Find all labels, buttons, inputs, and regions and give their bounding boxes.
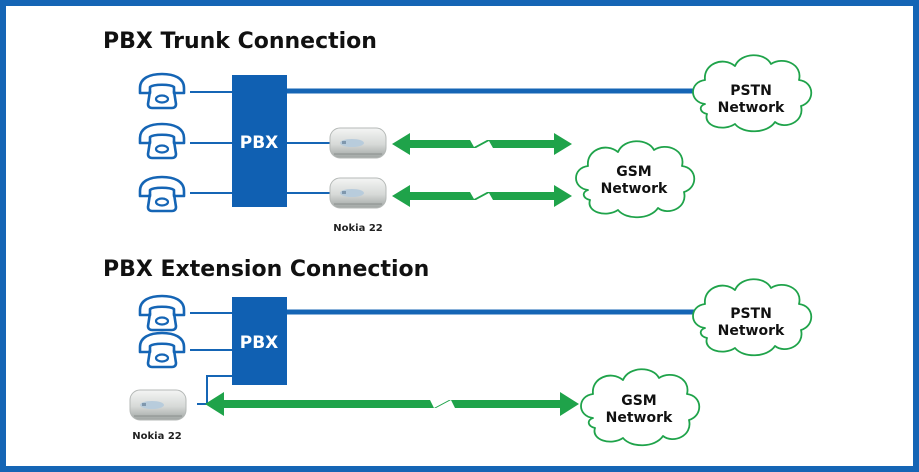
- pbx-label: PBX: [240, 133, 279, 153]
- nokia-22-terminal-icon: [329, 177, 387, 209]
- section-title-extension: PBX Extension Connection: [103, 257, 429, 282]
- pstn-label-line2: Network: [718, 100, 785, 116]
- device-label: Nokia 22: [333, 223, 383, 234]
- telephone-icon: [138, 331, 186, 369]
- extension-line: [197, 375, 232, 405]
- radio-link-arrow-icon: [392, 185, 572, 207]
- pbx-box: [232, 297, 287, 385]
- gsm-label-line2: Network: [606, 410, 673, 426]
- pstn-label-line2: Network: [718, 323, 785, 339]
- radio-link-arrow-icon: [205, 392, 579, 416]
- device-label: Nokia 22: [132, 431, 182, 442]
- radio-link-arrow-icon: [392, 133, 572, 155]
- telephone-icon: [138, 294, 186, 332]
- gsm-label-line1: GSM: [621, 393, 657, 409]
- gsm-label-line2: Network: [601, 181, 668, 197]
- pstn-label-line1: PSTN: [730, 306, 772, 322]
- telephone-icon: [138, 72, 186, 110]
- telephone-icon: [138, 122, 186, 160]
- gsm-label-line1: GSM: [616, 164, 652, 180]
- section-title-trunk: PBX Trunk Connection: [103, 29, 377, 54]
- telephone-icon: [138, 175, 186, 213]
- pbx-box: [232, 75, 287, 207]
- nokia-22-terminal-icon: [129, 389, 187, 421]
- pstn-label-line1: PSTN: [730, 83, 772, 99]
- pbx-label: PBX: [240, 333, 279, 353]
- nokia-22-terminal-icon: [329, 127, 387, 159]
